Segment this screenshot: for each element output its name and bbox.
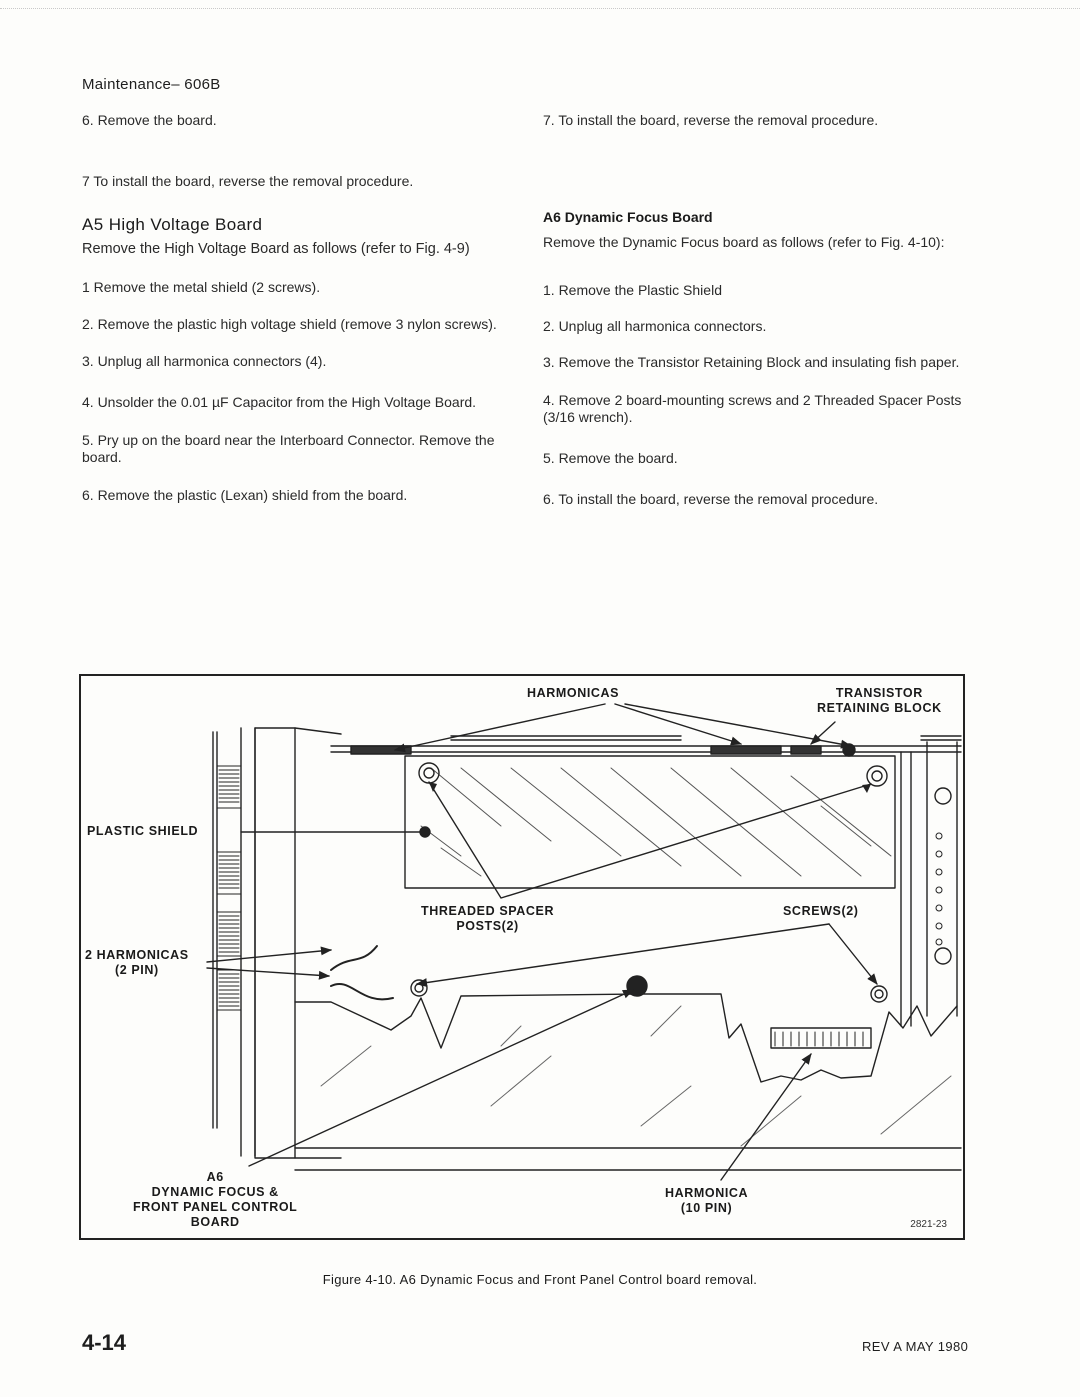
figure-4-10: HARMONICAS TRANSISTOR RETAINING BLOCK PL… bbox=[79, 674, 965, 1240]
label-a6-board: A6 DYNAMIC FOCUS & FRONT PANEL CONTROL B… bbox=[133, 1170, 297, 1230]
a5-intro: Remove the High Voltage Board as follows… bbox=[82, 241, 470, 257]
a6-step-1: 1. Remove the Plastic Shield bbox=[543, 282, 722, 298]
left-harmonica-connectors bbox=[216, 765, 242, 1011]
leader-lines bbox=[206, 703, 878, 1181]
figure-number: 2821-23 bbox=[910, 1219, 947, 1230]
a6-step-5: 5. Remove the board. bbox=[543, 450, 678, 466]
label-harmonica-line2: (10 PIN) bbox=[680, 1201, 733, 1215]
label-harmonica-10-pin: HARMONICA (10 PIN) bbox=[665, 1186, 748, 1216]
label-threaded-spacer-line2: POSTS(2) bbox=[456, 919, 519, 933]
label-two-harmonicas: 2 HARMONICAS (2 PIN) bbox=[85, 948, 189, 978]
a5-step-2: 2. Remove the plastic high voltage shiel… bbox=[82, 316, 497, 332]
right-step-7: 7. To install the board, reverse the rem… bbox=[543, 112, 879, 128]
label-a6-line3: FRONT PANEL CONTROL bbox=[133, 1200, 298, 1214]
a5-step-4: 4. Unsolder the 0.01 µF Capacitor from t… bbox=[82, 394, 477, 410]
figure-caption: Figure 4-10. A6 Dynamic Focus and Front … bbox=[322, 1272, 758, 1287]
a6-step-2: 2. Unplug all harmonica connectors. bbox=[543, 318, 767, 334]
a6-section-title: A6 Dynamic Focus Board bbox=[543, 209, 713, 225]
left-step-7: 7 To install the board, reverse the remo… bbox=[82, 173, 414, 189]
left-column: 6. Remove the board. 7 To install the bo… bbox=[82, 112, 506, 504]
label-transistor-line1: TRANSISTOR bbox=[835, 686, 923, 700]
label-threaded-spacer-posts: THREADED SPACER POSTS(2) bbox=[421, 904, 554, 934]
chassis-left bbox=[212, 727, 342, 1159]
label-plastic-shield: PLASTIC SHIELD bbox=[87, 824, 199, 838]
running-header: Maintenance– 606B bbox=[82, 76, 221, 93]
label-threaded-spacer-line1: THREADED SPACER bbox=[421, 904, 555, 918]
label-two-harmonicas-line2: (2 PIN) bbox=[114, 963, 159, 977]
label-a6-line4: BOARD bbox=[190, 1215, 240, 1229]
a5-section-title: A5 High Voltage Board bbox=[82, 215, 263, 234]
a5-step-3: 3. Unplug all harmonica connectors (4). bbox=[82, 353, 327, 369]
a5-step-5: 5. Pry up on the board near the Interboa… bbox=[82, 432, 495, 465]
right-column: 7. To install the board, reverse the rem… bbox=[543, 112, 973, 508]
a5-step-1: 1 Remove the metal shield (2 screws). bbox=[82, 279, 321, 295]
label-two-harmonicas-line1: 2 HARMONICAS bbox=[85, 948, 189, 962]
label-a6-line2: DYNAMIC FOCUS & bbox=[151, 1185, 279, 1199]
label-harmonicas: HARMONICAS bbox=[527, 686, 620, 700]
label-screws: SCREWS(2) bbox=[783, 904, 859, 918]
a6-step-3: 3. Remove the Transistor Retaining Block… bbox=[543, 354, 960, 370]
label-transistor-retaining-block: TRANSISTOR RETAINING BLOCK bbox=[817, 686, 942, 716]
a6-board bbox=[294, 945, 962, 1171]
top-rails bbox=[330, 735, 962, 757]
label-harmonica-line1: HARMONICA bbox=[665, 1186, 749, 1200]
a6-step-6: 6. To install the board, reverse the rem… bbox=[543, 491, 879, 507]
a6-intro: Remove the Dynamic Focus board as follow… bbox=[543, 234, 945, 250]
left-step-6: 6. Remove the board. bbox=[82, 112, 217, 128]
a6-step-4: 4. Remove 2 board-mounting screws and 2 … bbox=[543, 392, 962, 425]
board-removal-illustration bbox=[206, 703, 962, 1181]
a5-step-6: 6. Remove the plastic (Lexan) shield fro… bbox=[82, 487, 408, 503]
label-a6-line1: A6 bbox=[206, 1170, 224, 1184]
page-number: 4-14 bbox=[82, 1330, 127, 1355]
revision-date: REV A MAY 1980 bbox=[862, 1339, 969, 1354]
plastic-shield bbox=[404, 755, 896, 889]
right-side-block bbox=[900, 741, 958, 1027]
label-transistor-line2: RETAINING BLOCK bbox=[817, 701, 942, 715]
top-rule bbox=[0, 8, 1080, 9]
